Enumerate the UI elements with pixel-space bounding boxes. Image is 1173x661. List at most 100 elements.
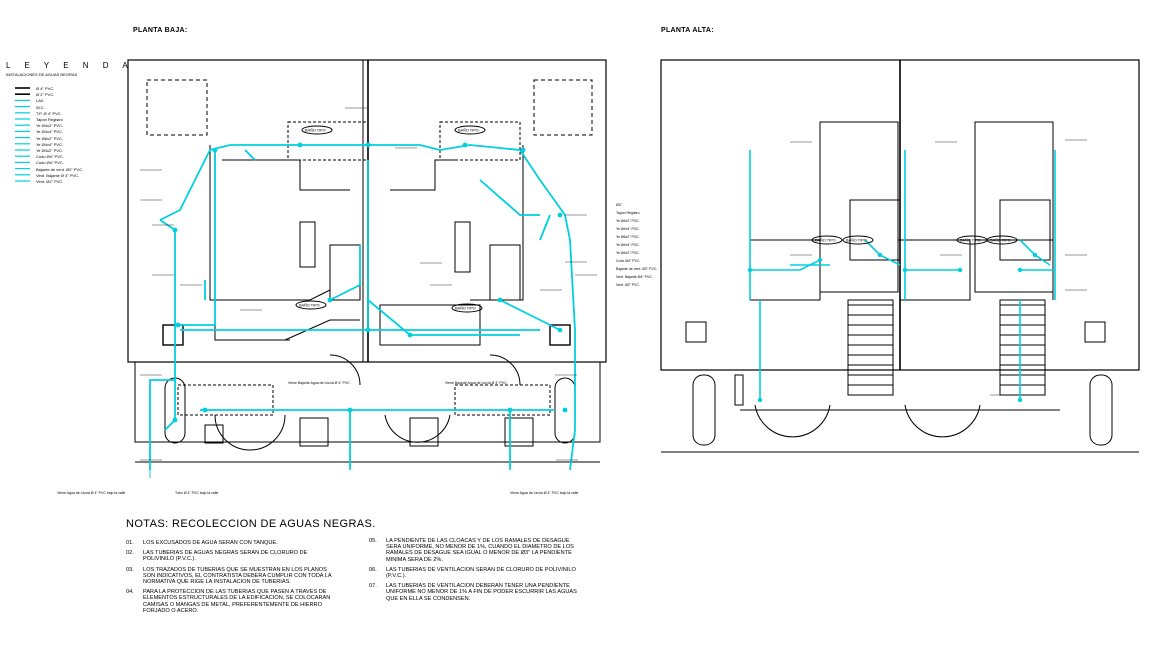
legend-item: Ye Ø6x2" PVC. — [36, 135, 64, 141]
legend-item: LAV. — [36, 98, 45, 104]
ground-floor-title: PLANTA BAJA: — [133, 27, 188, 34]
bath-tag-label: BAÑO TIPO — [846, 238, 867, 243]
pipe-fitting — [557, 327, 563, 333]
pipe-fitting — [557, 212, 563, 218]
annotation-rain-left: Viene Agua de Lluvia Ø 4" PVC bajo la ca… — [57, 491, 126, 495]
registry-box — [549, 324, 571, 346]
sewer-pipe — [1019, 239, 1051, 266]
interior-wall — [222, 159, 350, 191]
legend-item: Bajante de vent. Ø2" PVC. — [36, 166, 84, 172]
annotation-downspout-1: Viene Bajante Agua de Lluvia Ø 4" PVC. — [288, 381, 351, 385]
yard-box — [146, 79, 208, 136]
legend-item: Ø 4" PVC. — [36, 86, 55, 91]
planter — [692, 374, 716, 446]
pipe-fitting — [172, 417, 178, 423]
bath-tag-label: BAÑO TIPO — [458, 128, 479, 133]
sewer-pipe — [180, 150, 216, 326]
balcony-arch — [754, 404, 831, 438]
column — [299, 417, 329, 447]
pipe-fitting — [562, 407, 568, 413]
pipe-fitting — [462, 142, 468, 148]
note-number: 05. — [369, 538, 377, 544]
sewer-pipe — [164, 380, 176, 431]
bath-tag-outline — [295, 300, 327, 310]
legend-item: W.C. — [36, 104, 45, 110]
balcony-arch — [904, 404, 981, 438]
porch-outline — [134, 361, 601, 443]
service-room — [439, 121, 521, 161]
note-text: LOS EXCUSADOS DE AGUA SERAN CON TANQUE. — [143, 540, 278, 546]
pipe-fitting — [1032, 252, 1038, 258]
annotation-rain-right: Viene Agua de Lluvia Ø 4" PVC bajo la ca… — [510, 491, 579, 495]
interior-wall — [209, 145, 331, 301]
legend-item: Codo Ø4" PVC. — [36, 160, 64, 166]
arched-door — [384, 414, 451, 443]
legend-secondary-item: Vent. Ø2" PVC. — [616, 283, 641, 287]
pipe-fitting — [902, 267, 908, 273]
pipe-fitting — [877, 252, 883, 258]
note-text: LAS TUBERIAS DE AGUAS NEGRAS SERAN DE CL… — [143, 550, 308, 563]
room-outline — [819, 121, 899, 293]
legend-secondary-item: Codo Ø4" PVC. — [616, 259, 641, 263]
sewer-pipe — [539, 214, 551, 241]
registry-box — [685, 321, 707, 343]
bath-tag-outline — [451, 303, 483, 313]
stair-box — [847, 299, 894, 396]
annotation-downspout-2: Viene Bajante Agua de Lluvia Ø 4" PVC. — [445, 381, 508, 385]
sewer-pipe — [159, 144, 365, 221]
bath-tag-outline — [454, 125, 486, 135]
legend-item: Codo Ø4" PVC. — [36, 154, 64, 160]
bath-tag-label: BAÑO TIPO — [299, 303, 320, 308]
pipe-fitting — [347, 407, 353, 413]
sewer-pipe — [750, 259, 821, 271]
registry-box — [162, 324, 184, 346]
note-text: PARA LA PROTECCION DE LAS TUBERIAS QUE P… — [143, 589, 331, 614]
legend-secondary-item: Ye Ø4x2" PVC. — [616, 219, 640, 223]
legend-item: Vent. Bajante Ø 4" PVC. — [36, 172, 80, 178]
pipe-fitting — [747, 267, 753, 273]
annotation-tube-center: Tubo Ø 4" PVC bajo la calle — [175, 491, 219, 495]
bath-tag-outline — [842, 235, 874, 245]
pipe-fitting — [202, 407, 208, 413]
legend-title: L E Y E N D A — [6, 61, 134, 70]
pipe-fitting — [520, 147, 526, 153]
interior-wall — [390, 159, 455, 191]
pipe-fitting — [172, 227, 178, 233]
legend-secondary-item: Vent. Bajante Ø4" PVC. — [616, 275, 653, 279]
stair-box — [999, 299, 1046, 396]
yard-box — [533, 79, 593, 136]
sewer-pipe — [864, 239, 901, 266]
note-number: 03. — [126, 566, 134, 573]
pipe-fitting — [297, 142, 303, 148]
legend-item: Ø 2" PVC. — [36, 92, 55, 98]
dashed-area — [454, 384, 551, 416]
note-number: 07. — [369, 583, 377, 590]
sewer-pipe — [149, 379, 175, 470]
bath-tag-label: BAÑO TIPO — [960, 238, 981, 243]
legend-item: Tapón Registro — [36, 117, 63, 122]
sewer-pipe — [329, 245, 361, 301]
stair-curve — [329, 354, 361, 386]
interior-wall — [470, 145, 524, 301]
pipe-fitting — [365, 327, 371, 333]
counter — [299, 221, 316, 268]
stair-box — [379, 304, 481, 346]
legend-secondary-item: Ye Ø4x4" PVC. — [616, 227, 640, 231]
notes-title: NOTAS: RECOLECCION DE AGUAS NEGRAS. — [126, 518, 376, 530]
counter — [454, 221, 471, 273]
service-room — [287, 121, 369, 161]
interior-wall — [750, 239, 821, 301]
pipe-fitting — [212, 147, 218, 153]
note-text: LAS TUBERIAS DE VENTILACION SERAN DE CLO… — [386, 566, 576, 579]
pipe-fitting — [507, 407, 513, 413]
sewer-pipe — [244, 149, 256, 161]
note-text: LAS TUBERIAS DE VENTILACION DEBERAN TENE… — [386, 583, 577, 602]
interior-wall — [975, 239, 1054, 300]
pipe-fitting — [957, 267, 963, 273]
pipe-fitting — [1017, 397, 1023, 403]
sewer-pipe — [569, 330, 576, 471]
sewer-pipe — [519, 149, 576, 331]
legend-secondary-item: Ye Ø4x4" PVC. — [616, 243, 640, 247]
room-outline — [974, 121, 1054, 293]
